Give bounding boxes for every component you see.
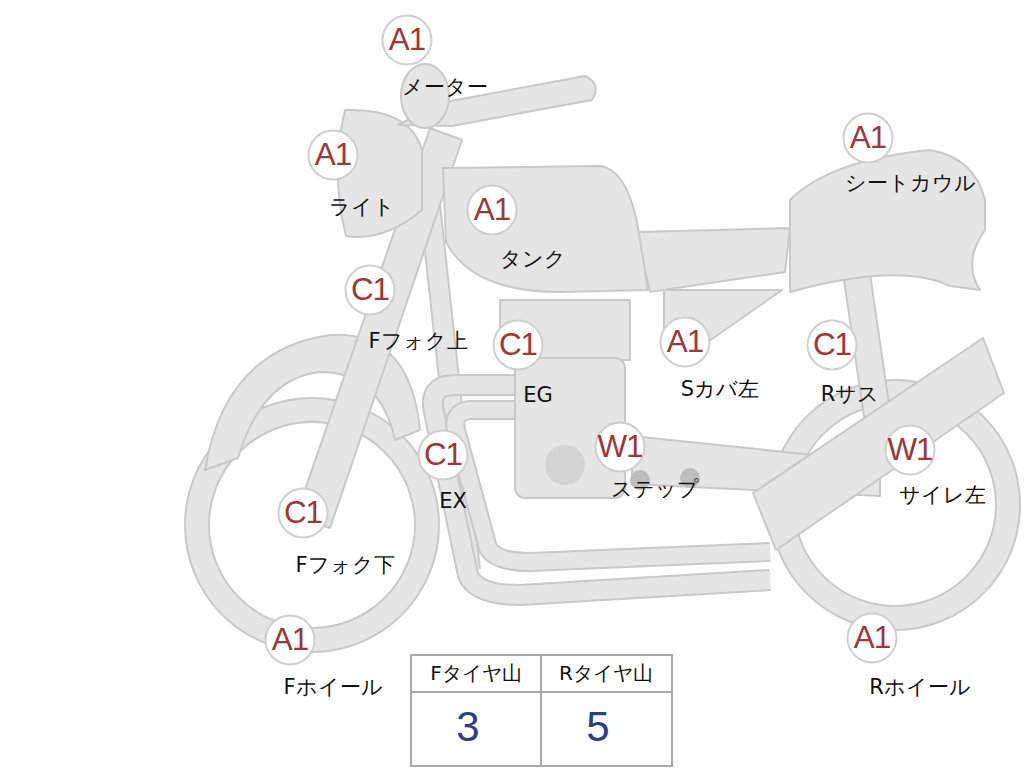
part-name: Fフォク下 <box>295 554 394 577</box>
frame-rail <box>636 228 790 292</box>
damage-marker: A1シートカウル <box>842 112 894 164</box>
table-header: Rタイヤ山 <box>559 662 653 684</box>
damage-marker: A1Sカバ左 <box>659 316 711 368</box>
part-name: Sカバ左 <box>681 378 759 401</box>
part-name: シートカウル <box>845 172 976 195</box>
damage-marker: W1ステップ <box>594 421 646 473</box>
table-value: 5 <box>586 704 609 750</box>
table-value: 3 <box>456 704 479 750</box>
damage-code: C1 <box>806 319 858 371</box>
tread-table <box>411 655 672 766</box>
damage-code: A1 <box>842 112 894 164</box>
part-name: ライト <box>329 196 395 219</box>
part-name: ステップ <box>611 478 699 501</box>
damage-code: A1 <box>466 184 518 236</box>
seat-cowl <box>790 150 985 292</box>
part-name: サイレ左 <box>899 484 986 507</box>
damage-code: A1 <box>381 14 433 66</box>
part-name: Rホイール <box>869 676 971 699</box>
damage-code: W1 <box>594 421 646 473</box>
damage-marker: C1Rサス <box>806 319 858 371</box>
damage-marker: A1メーター <box>381 14 433 66</box>
part-name: タンク <box>500 248 566 271</box>
damage-marker: A1タンク <box>466 184 518 236</box>
part-name: EX <box>439 490 467 513</box>
damage-code: C1 <box>277 487 329 539</box>
damage-marker: W1サイレ左 <box>884 424 936 476</box>
part-name: Fホイール <box>283 676 382 699</box>
muffler <box>753 338 1004 550</box>
damage-marker: A1ライト <box>307 129 359 181</box>
part-name: Fフォク上 <box>368 330 467 353</box>
damage-code: A1 <box>846 612 898 664</box>
damage-code: C1 <box>492 319 544 371</box>
part-name: EG <box>523 384 553 407</box>
damage-code: C1 <box>344 264 396 316</box>
damage-marker: C1EG <box>492 319 544 371</box>
damage-code: C1 <box>417 429 469 481</box>
damage-code: A1 <box>264 614 316 666</box>
part-name: メーター <box>402 76 488 99</box>
damage-code: A1 <box>659 316 711 368</box>
damage-code: W1 <box>884 424 936 476</box>
damage-marker: C1Fフォク下 <box>277 487 329 539</box>
damage-marker: A1Fホイール <box>264 614 316 666</box>
damage-marker: C1Fフォク上 <box>344 264 396 316</box>
table-header: Fタイヤ山 <box>430 662 522 684</box>
damage-marker: C1EX <box>417 429 469 481</box>
fuel-tank <box>443 166 648 292</box>
part-name: Rサス <box>821 383 880 406</box>
damage-code: A1 <box>307 129 359 181</box>
damage-marker: A1Rホイール <box>846 612 898 664</box>
